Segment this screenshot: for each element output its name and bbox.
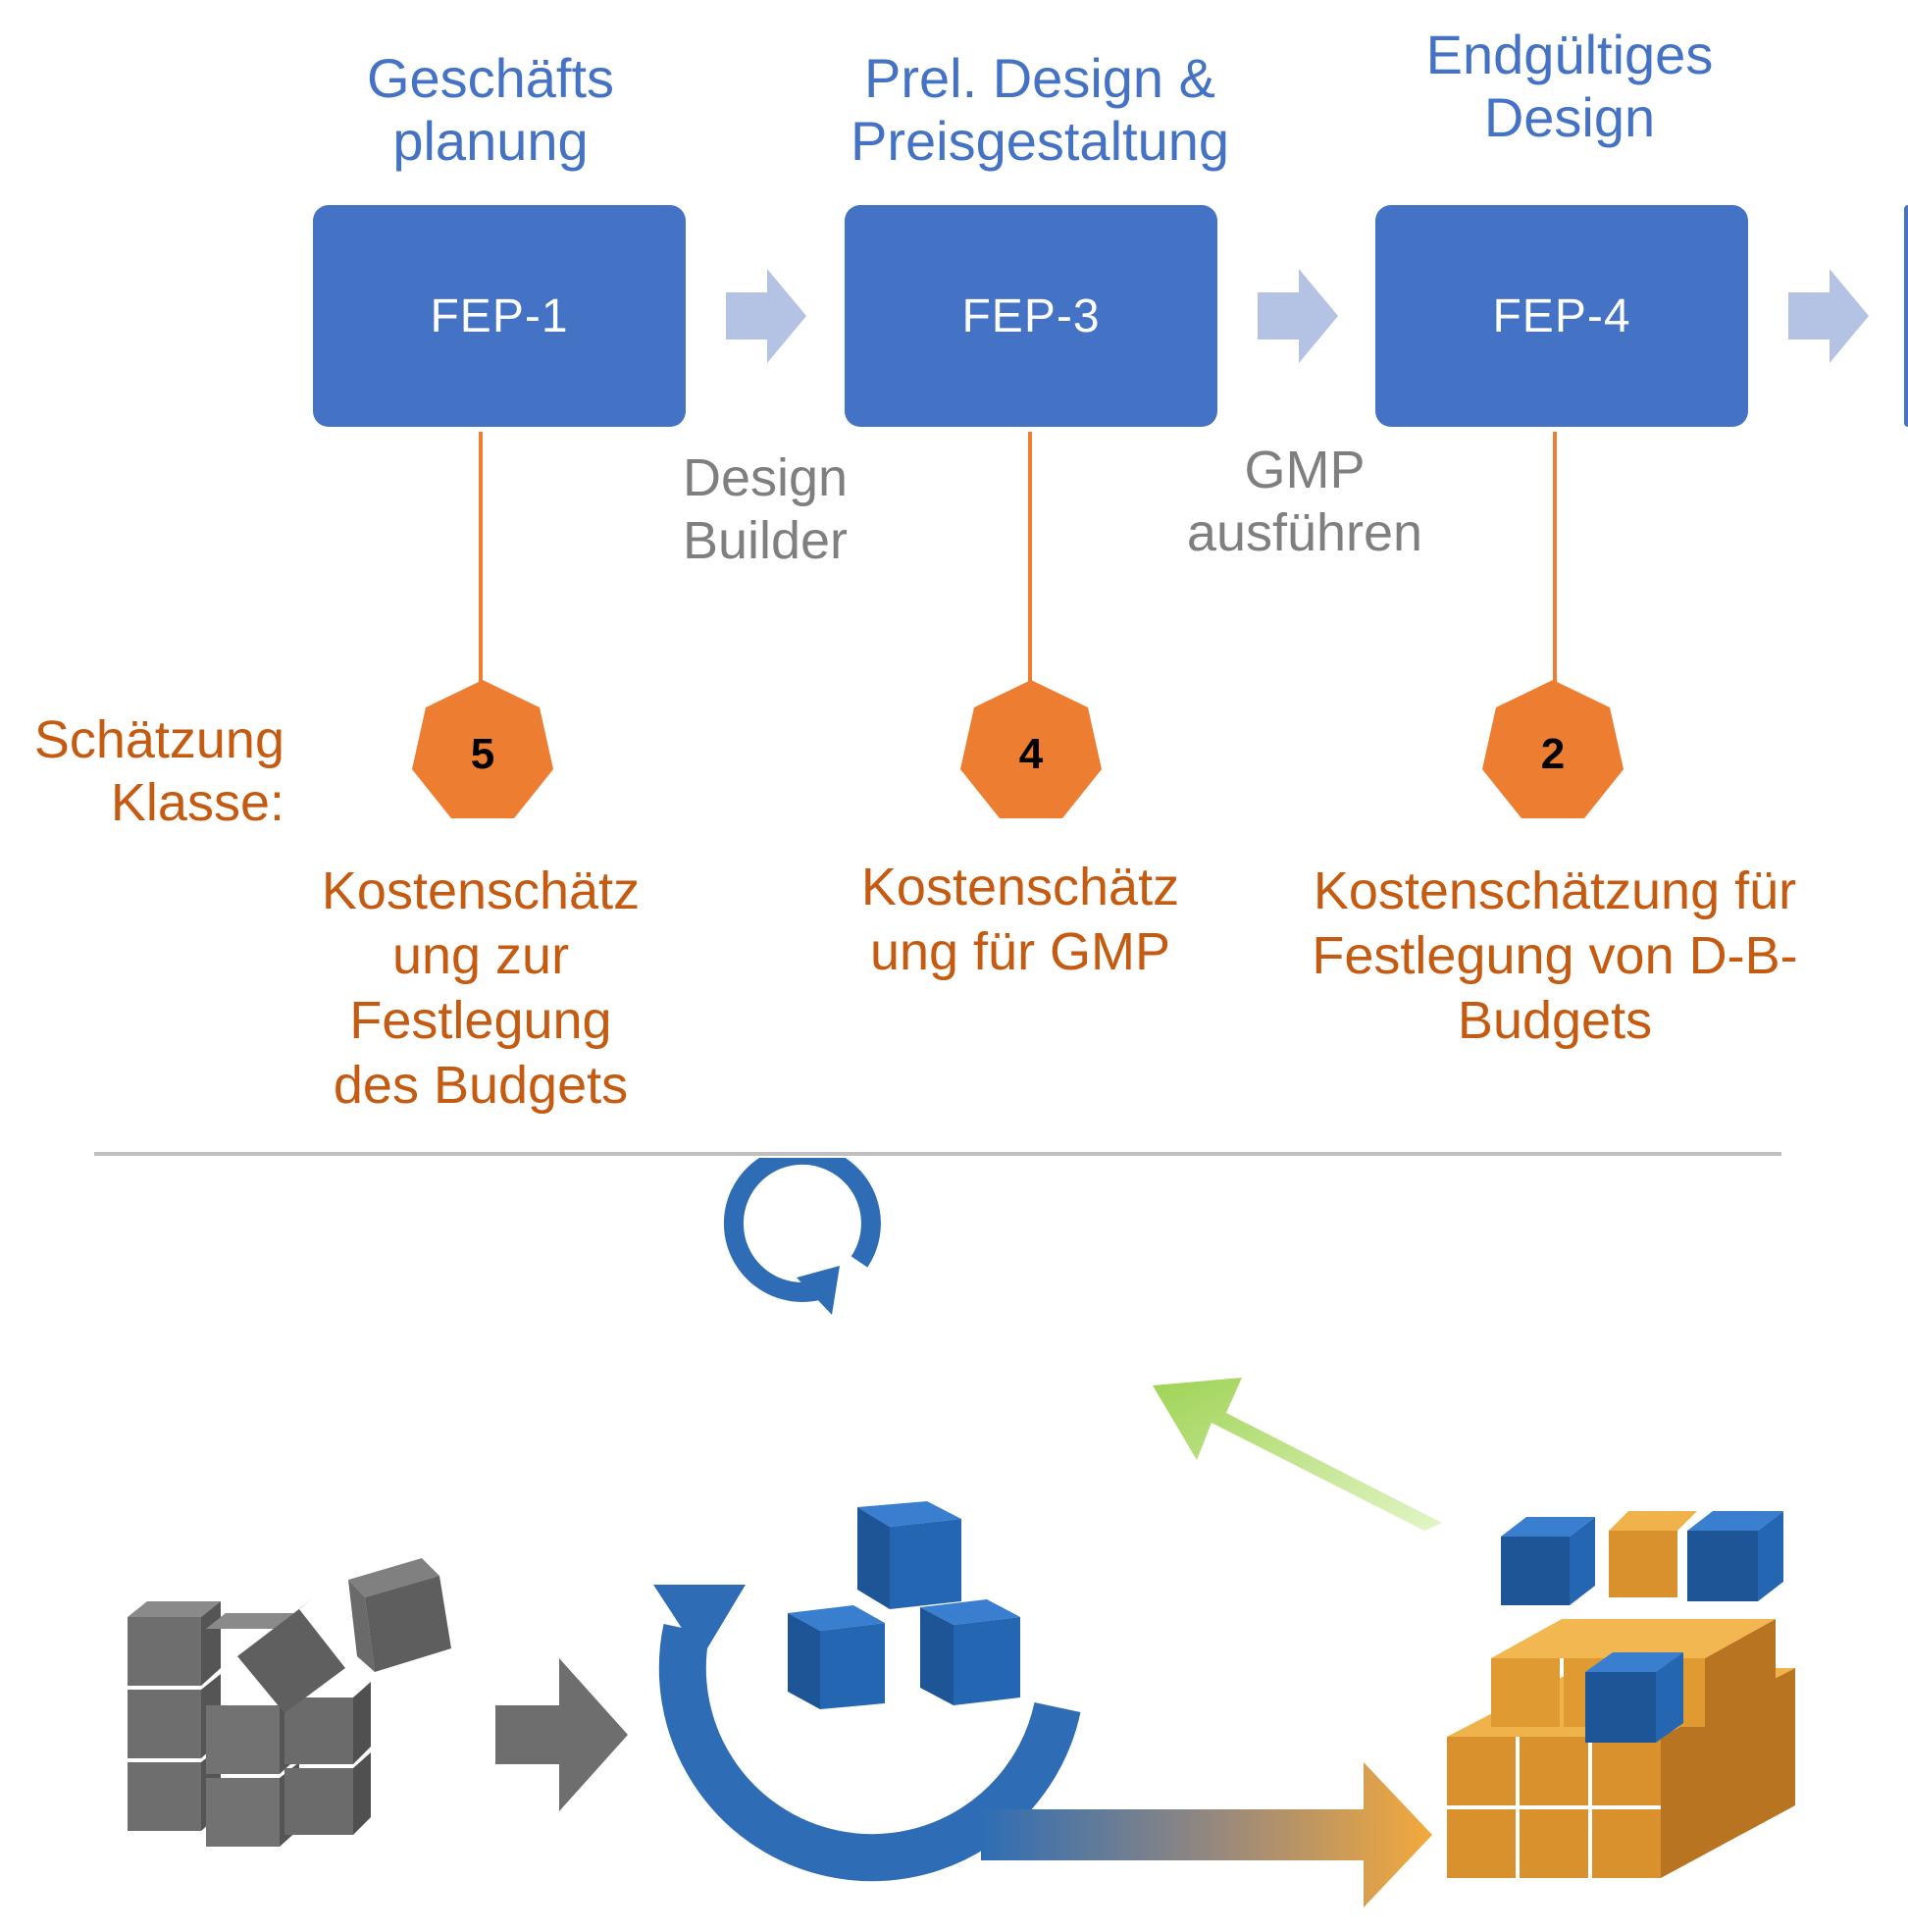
- transition-1-line-1: Design: [682, 448, 849, 507]
- gray-arrow-icon: [495, 1658, 628, 1811]
- estimate-class-line-2: Klasse:: [110, 773, 284, 832]
- fep-1-box[interactable]: FEP-1: [313, 205, 686, 427]
- flow-arrow-icon: [726, 269, 806, 363]
- transition-2-line-2: ausführen: [1186, 503, 1423, 562]
- estimate-1-line-3: Festlegung: [349, 991, 612, 1050]
- fep-1-label: FEP-1: [430, 289, 569, 342]
- class-4-heptagon-icon: [960, 680, 1102, 818]
- estimate-3-line-3: Budgets: [1457, 991, 1653, 1050]
- fep-4-label: FEP-4: [1492, 289, 1631, 342]
- transition-1-label: Design Builder: [647, 446, 883, 572]
- phase-2-title: Prel. Design & Preisgestaltung: [824, 47, 1256, 173]
- fep-4-box[interactable]: FEP-4: [1375, 205, 1748, 427]
- iteration-cycle-icon: [653, 1158, 1432, 1907]
- gray-cubes-icon: [128, 1558, 451, 1847]
- section-divider: [94, 1152, 1781, 1156]
- estimate-1-line-1: Kostenschätz: [321, 862, 641, 920]
- phase-1-title: Geschäfts planung: [294, 47, 687, 173]
- phase-1-title-line-1: Geschäfts: [366, 47, 615, 109]
- estimate-class-line-1: Schätzung: [33, 710, 284, 769]
- estimate-3-description: Kostenschätzung für Festlegung von D-B- …: [1275, 859, 1834, 1053]
- estimate-2-line-1: Kostenschätz: [860, 858, 1180, 916]
- estimate-1-line-4: des Budgets: [333, 1056, 629, 1115]
- transition-2-line-1: GMP: [1244, 441, 1366, 499]
- class-5-heptagon-icon: [412, 680, 553, 818]
- fep-3-label: FEP-3: [961, 289, 1101, 342]
- estimate-2-line-2: ung für GMP: [869, 922, 1171, 981]
- class-4-number: 4: [1019, 730, 1044, 778]
- phase-3-title-line-1: Endgültiges: [1425, 24, 1714, 85]
- estimate-2-description: Kostenschätz ung für GMP: [814, 855, 1226, 984]
- next-phase-box-edge: [1904, 205, 1908, 427]
- feedback-arrow-icon: [1153, 1378, 1442, 1531]
- transition-2-label: GMP ausführen: [1158, 439, 1452, 564]
- iterative-process-illustration: [128, 1158, 1795, 1907]
- flow-arrow-icon: [1788, 269, 1869, 363]
- class-5-number: 5: [471, 730, 494, 778]
- estimate-3-line-2: Festlegung von D-B-: [1312, 926, 1798, 985]
- phase-3-title: Endgültiges Design: [1373, 24, 1766, 149]
- estimate-class-label: Schätzung Klasse:: [10, 708, 284, 834]
- class-2-heptagon-icon: [1482, 680, 1624, 818]
- flow-arrow-icon: [1258, 269, 1338, 363]
- assembled-cubes-icon: [1447, 1511, 1795, 1878]
- phase-1-title-line-2: planung: [392, 110, 589, 172]
- phase-2-title-line-2: Preisgestaltung: [850, 110, 1229, 172]
- estimate-1-description: Kostenschätz ung zur Festlegung des Budg…: [284, 859, 677, 1118]
- phase-3-title-line-2: Design: [1483, 86, 1656, 148]
- estimate-3-line-1: Kostenschätzung für: [1313, 862, 1797, 920]
- class-2-number: 2: [1541, 730, 1565, 778]
- fep-3-box[interactable]: FEP-3: [845, 205, 1217, 427]
- estimate-1-line-2: ung zur: [391, 926, 570, 985]
- transition-1-line-2: Builder: [682, 511, 849, 570]
- phase-2-title-line-1: Prel. Design &: [864, 47, 1215, 109]
- process-flow-graphics: 5 4 2: [412, 269, 1869, 818]
